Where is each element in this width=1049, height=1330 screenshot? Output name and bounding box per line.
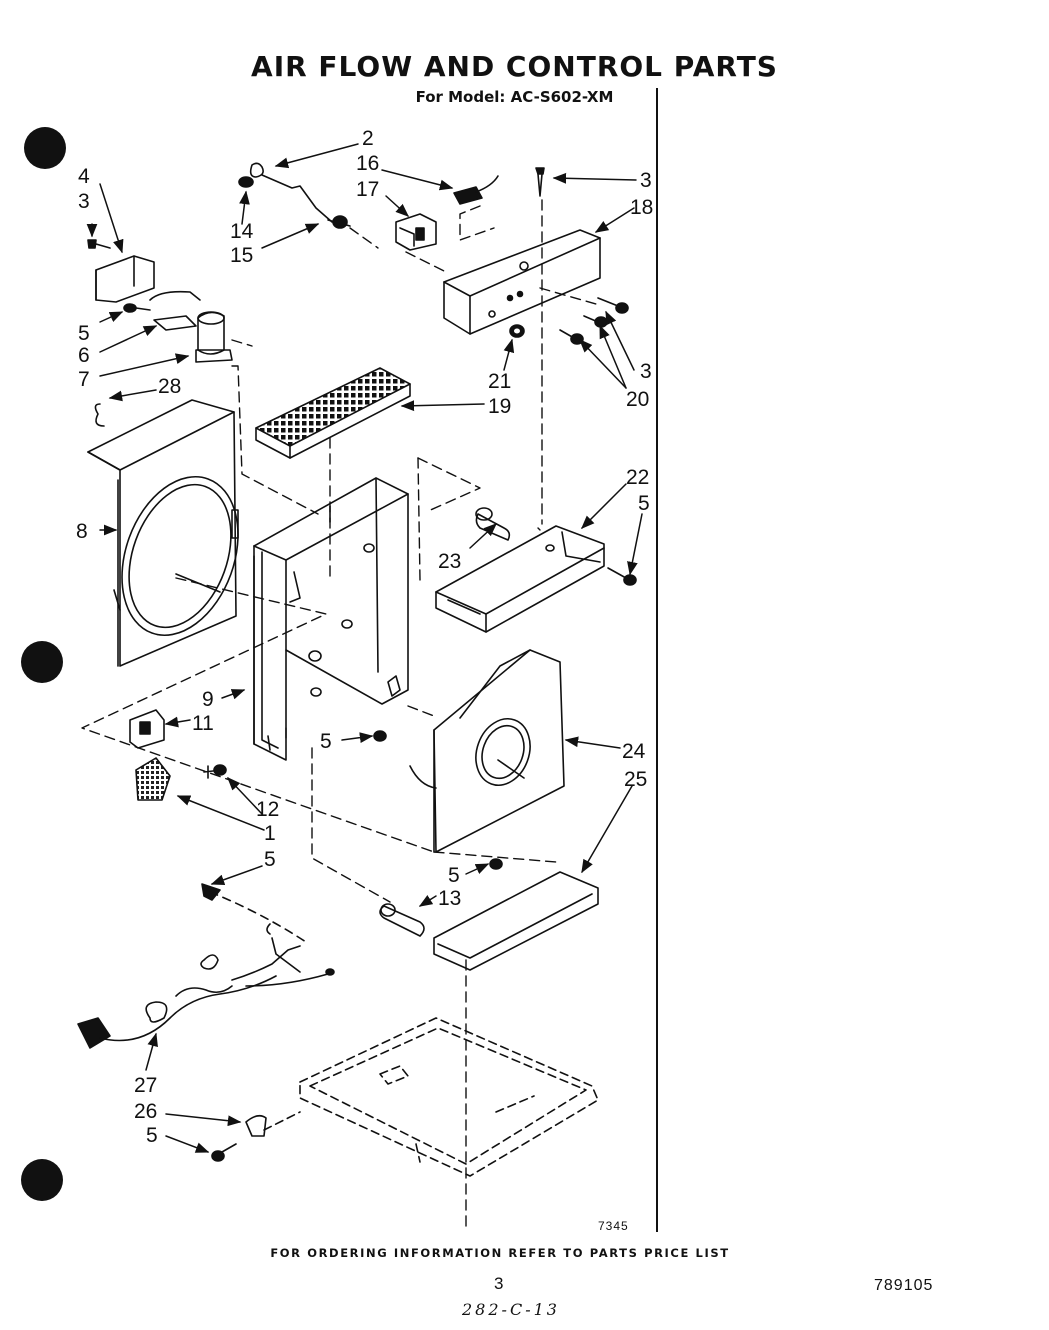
- callout-8: 8: [76, 520, 88, 543]
- callout-5-lower: 5: [448, 864, 460, 887]
- callout-26: 26: [134, 1100, 157, 1123]
- callout-21: 21: [488, 370, 511, 393]
- alignment-lines-middle: [81, 365, 557, 1233]
- roller-part-23: [475, 507, 511, 541]
- callout-6: 6: [78, 344, 90, 367]
- callout-18: 18: [630, 196, 653, 219]
- callout-3-left: 3: [78, 190, 90, 213]
- screw-12: [203, 764, 227, 779]
- callout-leaders: [86, 143, 643, 1153]
- capacitor-clamp-part: [123, 303, 197, 331]
- callout-27: 27: [134, 1074, 157, 1097]
- screw-top-right: [535, 167, 545, 197]
- callout-2: 2: [362, 127, 374, 150]
- callout-13: 13: [438, 887, 461, 910]
- callout-20: 20: [626, 388, 649, 411]
- callout-5-mid: 5: [320, 730, 332, 753]
- filter-roll-part: [379, 903, 425, 937]
- handwritten-note: 282-C-13: [462, 1300, 560, 1319]
- callout-19: 19: [488, 395, 511, 418]
- callout-24: 24: [622, 740, 646, 763]
- callout-1: 1: [264, 822, 276, 845]
- screw-left-bracket: [87, 239, 111, 249]
- callout-11: 11: [192, 712, 214, 735]
- callout-9: 9: [202, 688, 214, 711]
- orifice-panel-part: [409, 649, 565, 853]
- base-pan-part: [299, 1017, 599, 1177]
- binder-hole-bottom: [21, 1159, 63, 1201]
- callout-5-trough: 5: [638, 492, 650, 515]
- callout-5-motor: 5: [78, 322, 90, 345]
- screw-lower-5: [489, 858, 503, 870]
- power-cord-part: [77, 891, 335, 1049]
- capacitor-part: [149, 290, 233, 363]
- callout-3-top: 3: [640, 169, 652, 192]
- capillary-tube-part: [327, 215, 351, 229]
- callout-17: 17: [356, 178, 379, 201]
- callout-7: 7: [78, 368, 90, 391]
- document-number: 789105: [874, 1277, 934, 1294]
- callout-16: 16: [356, 152, 379, 175]
- screw-right-22: [607, 567, 637, 586]
- ordering-info-footer: FOR ORDERING INFORMATION REFER TO PARTS …: [270, 1246, 730, 1260]
- callout-14: 14: [230, 220, 254, 243]
- control-plate-part: [129, 709, 165, 749]
- switch-part: [453, 175, 499, 205]
- clip-part-26: [245, 1114, 267, 1137]
- callout-3-right: 3: [640, 360, 652, 383]
- control-bracket-part: [443, 229, 601, 335]
- fan-shroud-part: [87, 399, 239, 667]
- drip-tray-part: [433, 871, 599, 971]
- callout-12: 12: [256, 798, 279, 821]
- air-grille-part: [255, 367, 411, 459]
- callout-22: 22: [626, 466, 649, 489]
- callout-25: 25: [624, 768, 647, 791]
- blower-housing-part: [253, 477, 409, 761]
- drain-trough-part: [435, 525, 605, 633]
- callout-5-base: 5: [146, 1124, 158, 1147]
- callout-28: 28: [158, 375, 181, 398]
- callout-15: 15: [230, 244, 253, 267]
- grommet-part: [509, 324, 525, 338]
- binder-hole-top: [24, 127, 66, 169]
- model-subtitle: For Model: AC-S602-XM: [415, 88, 614, 106]
- callout-23: 23: [438, 550, 461, 573]
- screw-base-5: [211, 1143, 237, 1162]
- figure-number: 7345: [598, 1219, 629, 1233]
- alignment-lines-upper: [231, 199, 597, 525]
- motor-bracket-part: [95, 255, 155, 303]
- callout-4: 4: [78, 165, 90, 188]
- binder-hole-middle: [21, 641, 63, 683]
- relay-part: [395, 213, 437, 251]
- louver-bracket-part: [135, 757, 171, 801]
- callout-5-cord: 5: [264, 848, 276, 871]
- page-title: AIR FLOW AND CONTROL PARTS: [251, 50, 778, 83]
- callout-labels: 2 16 17 3 18 4 3 14 15 5 6 7 28 21 3 20 …: [76, 127, 653, 1147]
- thermostat-bulb-part: [238, 162, 333, 223]
- screw-mid-5: [373, 730, 387, 742]
- page-number: 3: [494, 1274, 504, 1293]
